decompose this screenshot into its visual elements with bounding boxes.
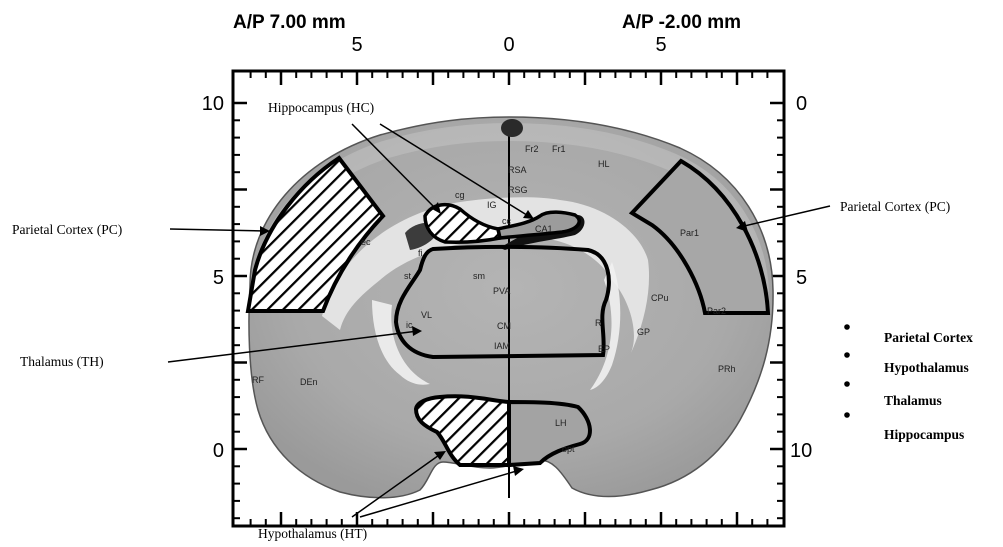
ap-right-label: A/P -2.00 mm [622, 12, 741, 33]
label-lh: LH [555, 418, 567, 428]
label-ca1: CA1 [535, 224, 553, 234]
label-gp: GP [637, 327, 650, 337]
label-ec: ec [361, 237, 371, 247]
left-tick-label-5: 5 [213, 267, 224, 289]
label-rt: R [595, 318, 602, 328]
right-tick-label-5: 5 [796, 267, 807, 289]
legend-item-hypothalamus: Hypothalamus [884, 360, 969, 375]
callout-parietal-left: Parietal Cortex (PC) [12, 222, 122, 237]
right-tick-label-0: 0 [796, 93, 807, 115]
label-vl: VL [421, 310, 432, 320]
callout-hippocampus: Hippocampus (HC) [268, 100, 374, 115]
legend-bullet [844, 412, 850, 418]
label-ig: IG [487, 200, 497, 210]
left-tick-label-0: 0 [213, 440, 224, 462]
label-par1: Par1 [680, 228, 699, 238]
top-tick-label-5-left: 5 [351, 34, 362, 56]
label-pva: PVA [493, 286, 510, 296]
ap-left-label: A/P 7.00 mm [233, 12, 346, 33]
legend-bullet [844, 352, 850, 358]
legend-bullet [844, 381, 850, 387]
legend-item-parietal-cortex: Parietal Cortex [884, 330, 973, 345]
label-fr1: Fr1 [552, 144, 566, 154]
dorsal-spot [501, 119, 523, 137]
label-rsg: RSG [508, 185, 528, 195]
label-ep: EP [598, 344, 610, 354]
label-rsa: RSA [508, 165, 527, 175]
label-den: DEn [300, 377, 318, 387]
label-fr2: Fr2 [525, 144, 539, 154]
label-iam: IAM [494, 341, 510, 351]
left-tick-label-10: 10 [202, 93, 224, 115]
label-sm: sm [473, 271, 485, 281]
label-cc: cc [502, 216, 512, 226]
legend-item-thalamus: Thalamus [884, 393, 942, 408]
top-tick-label-5-right: 5 [655, 34, 666, 56]
legend-bullet [844, 324, 850, 330]
label-cm: CM [497, 321, 511, 331]
label-cg: cg [455, 190, 465, 200]
callout-hypothalamus: Hypothalamus (HT) [258, 526, 367, 541]
label-opt: opt [562, 444, 575, 454]
label-prh: PRh [718, 364, 736, 374]
callout-thalamus: Thalamus (TH) [20, 354, 104, 369]
top-tick-label-0: 0 [503, 34, 514, 56]
label-ic: ic [406, 320, 413, 330]
right-tick-label-10: 10 [790, 440, 812, 462]
callout-parietal-right: Parietal Cortex (PC) [840, 199, 950, 214]
label-rf: RF [252, 375, 264, 385]
label-st: st [404, 271, 412, 281]
label-par2: Par2 [707, 306, 726, 316]
legend: Parietal Cortex Hypothalamus Thalamus Hi… [844, 324, 973, 442]
label-hl: HL [598, 159, 610, 169]
label-fi: fi [418, 248, 423, 258]
legend-item-hippocampus: Hippocampus [884, 427, 964, 442]
label-cpu: CPu [651, 293, 669, 303]
